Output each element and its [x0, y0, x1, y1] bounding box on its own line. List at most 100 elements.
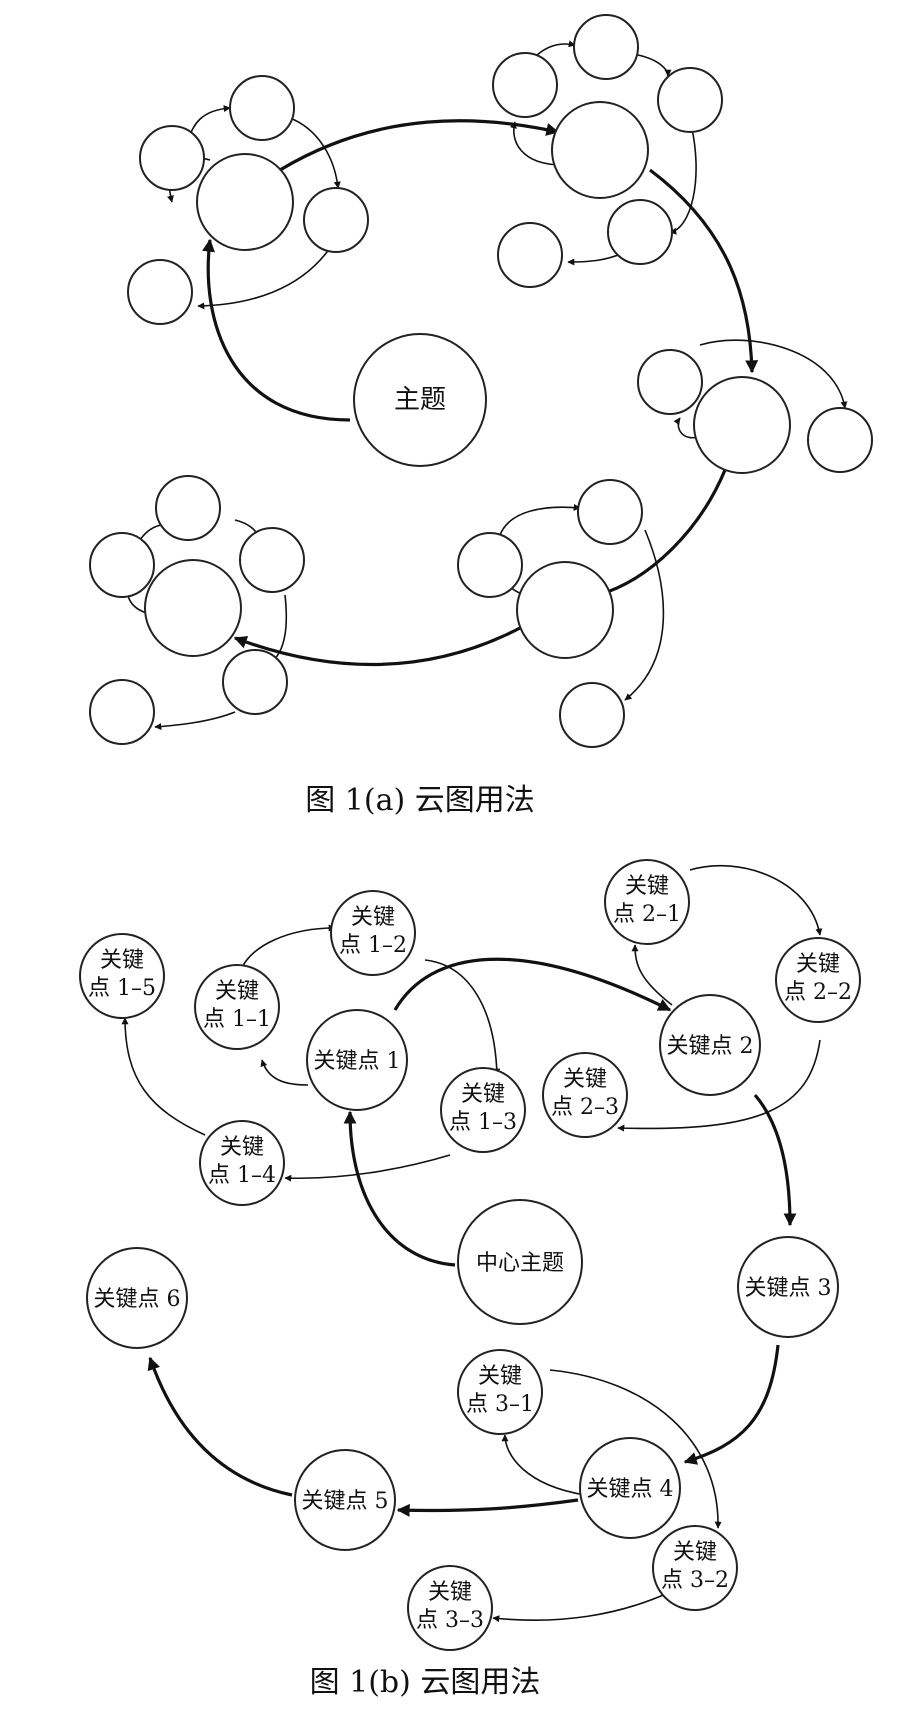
node-a-cloud4-sub [457, 532, 523, 598]
label-k1_3: 点 1–3 [449, 1110, 517, 1135]
edge-b-k3-k4 [683, 1344, 780, 1465]
label-k2_2: 点 2–2 [784, 980, 852, 1005]
node-a-cloud4-sub [577, 479, 643, 545]
edge-b-k2-k3 [753, 1093, 797, 1227]
label-k2: 关键点 2 [667, 1034, 754, 1059]
node-b-k1_3 [440, 1067, 526, 1153]
node-b-k2_1 [604, 859, 690, 945]
node-a-cloud2-sub [497, 222, 563, 288]
edge-a-c3-s2 [699, 339, 848, 409]
node-a-cloud2-sub [657, 67, 723, 133]
label-k3_1: 关键 [478, 1364, 522, 1389]
edge-a-c1-c2 [279, 119, 560, 172]
node-b-k3_2 [652, 1525, 738, 1611]
node-a-cloud5-sub [89, 679, 155, 745]
center-label-a: 主题 [394, 385, 446, 415]
label-k2_1: 关键 [625, 874, 669, 899]
node-a-cloud1-sub [229, 75, 295, 141]
edge-b-k4-k3_1 [501, 1434, 586, 1496]
node-a-cloud3-sub [637, 349, 703, 415]
edge-b-k1_1-k1_2 [239, 924, 336, 973]
node-b-k1_1 [194, 964, 280, 1050]
label-k1_3: 关键 [461, 1082, 505, 1107]
node-a-cloud4-main [516, 561, 614, 659]
edge-a-s3-s4 [197, 247, 331, 310]
edge-b-k1_4-k1_5 [121, 1017, 206, 1136]
edge-a-s3-s4 [669, 119, 697, 235]
center-label-b: 中心主题 [476, 1251, 564, 1276]
node-b-k3 [737, 1236, 839, 1338]
node-a-cloud4-sub [559, 682, 625, 748]
edge-a-s2-s3 [289, 117, 341, 189]
node-a-cloud2-sub [607, 199, 673, 265]
label-k1_4: 点 1–4 [208, 1163, 276, 1188]
label-k3_2: 关键 [673, 1540, 717, 1565]
node-b-k1_2 [330, 890, 416, 976]
node-a-cloud1-sub [127, 259, 193, 325]
node-b-k6 [86, 1247, 188, 1349]
edge-a-c2-s1 [509, 121, 564, 166]
label-k1_4: 关键 [220, 1135, 264, 1160]
node-a-cloud5-sub [222, 649, 288, 715]
label-k1_2: 关键 [351, 905, 395, 930]
node-a-cloud5-main [144, 559, 242, 657]
edge-a-c4-c5 [233, 626, 521, 667]
edge-a-s2-s3 [624, 529, 665, 701]
edge-b-k4-k5 [396, 1498, 579, 1517]
label-k2_3: 关键 [563, 1067, 607, 1092]
edge-b-k2_1-k2_2 [689, 864, 823, 936]
edge-a-s1-s2 [499, 503, 581, 536]
node-a-cloud5-sub [155, 475, 221, 541]
label-k2_1: 点 2–1 [613, 902, 681, 927]
label-k4: 关键点 4 [587, 1477, 674, 1502]
label-k2_2: 关键 [796, 952, 840, 977]
node-b-k5 [294, 1449, 396, 1551]
edge-a-s4-s5 [154, 711, 236, 730]
label-k3: 关键点 3 [745, 1276, 832, 1301]
edge-a-c3-c4 [596, 469, 727, 598]
label-k3_1: 点 3–1 [466, 1392, 534, 1417]
node-b-k1_5 [79, 933, 165, 1019]
node-a-cloud2-sub [573, 14, 639, 80]
label-k1_5: 关键 [100, 948, 144, 973]
node-b-k2 [659, 994, 761, 1096]
edge-a-c2-c3 [649, 168, 759, 374]
label-k1_2: 点 1–2 [339, 933, 407, 958]
label-k1: 关键点 1 [314, 1049, 401, 1074]
edge-b-k3_1-k3_2 [549, 1369, 722, 1529]
node-b-k4 [579, 1437, 681, 1539]
edge-b-k2_2-k2_3 [617, 1039, 821, 1132]
label-k2_3: 点 2–3 [551, 1095, 619, 1120]
edge-b-k1_2-k1_3 [424, 959, 501, 1076]
node-b-center [457, 1199, 583, 1325]
edge-b-k2-k2_1 [631, 944, 673, 1006]
edge-b-k1-k1_1 [260, 1059, 309, 1086]
label-k1_1: 点 1–1 [203, 1007, 271, 1032]
edge-b-k3_2-k3_3 [492, 1591, 671, 1623]
node-a-cloud3-main [693, 376, 791, 474]
node-a-cloud2-sub [492, 52, 558, 118]
edge-b-center-k1 [343, 1110, 456, 1267]
node-a-cloud1-sub [139, 125, 205, 191]
caption-b: 图 1(b) 云图用法 [310, 1665, 541, 1700]
node-a-cloud2-main [551, 101, 649, 199]
edge-b-k1_3-k1_4 [284, 1154, 451, 1182]
node-b-k2_2 [775, 937, 861, 1023]
node-b-k1_4 [199, 1120, 285, 1206]
label-k1_5: 点 1–5 [88, 976, 156, 1001]
label-k1_1: 关键 [215, 979, 259, 1004]
node-b-k3_3 [407, 1565, 493, 1651]
edge-b-k1-k2 [393, 957, 672, 1012]
label-k5: 关键点 5 [302, 1489, 389, 1514]
node-a-cloud5-sub [239, 527, 305, 593]
caption-a: 图 1(a) 云图用法 [305, 783, 534, 818]
label-k3_2: 点 3–2 [661, 1568, 729, 1593]
node-b-k1 [306, 1009, 408, 1111]
node-b-k3_1 [457, 1349, 543, 1435]
figure-a: 主题 图 1(a) 云图用法 [89, 14, 873, 818]
edge-a-s2-s3 [637, 54, 672, 77]
node-a-cloud1-sub [303, 187, 369, 253]
figure-b: 关键点 1 关键点 2 关键点 3 关键点 4 关键点 5 关键点 6 中心主题… [79, 859, 861, 1700]
node-a-cloud3-sub [807, 407, 873, 473]
